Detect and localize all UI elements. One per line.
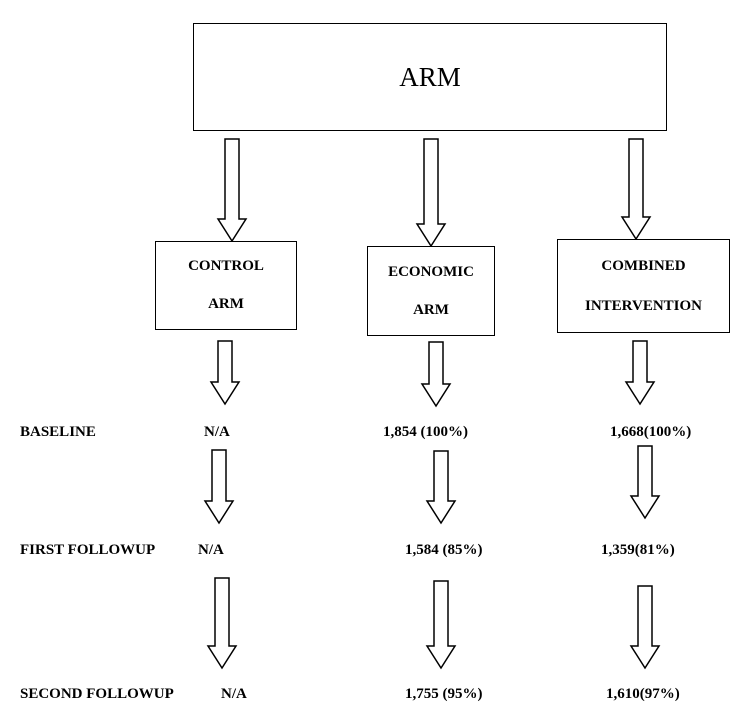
arrow-combined-to-first-followup	[629, 445, 661, 520]
arrow-control-to-baseline	[209, 340, 241, 406]
control-arm-line1: CONTROL	[188, 258, 264, 275]
baseline-control-value: N/A	[204, 424, 230, 440]
arrow-economic-to-first-followup	[425, 450, 457, 525]
economic-arm-line1: ECONOMIC	[388, 263, 474, 280]
combined-intervention-box: COMBINED INTERVENTION	[557, 239, 730, 333]
arrow-control-to-first-followup	[203, 449, 235, 525]
first-followup-control-value: N/A	[198, 542, 224, 558]
first-followup-combined-value: 1,359(81%)	[601, 542, 675, 558]
economic-arm-line2: ARM	[413, 301, 449, 318]
second-followup-control-value: N/A	[221, 686, 247, 702]
second-followup-economic-value: 1,755 (95%)	[405, 686, 483, 702]
first-followup-label: FIRST FOLLOWUP	[20, 542, 156, 558]
arrow-combined-to-baseline	[624, 340, 656, 406]
arrow-economic-to-second-followup	[425, 580, 457, 670]
second-followup-label: SECOND FOLLOWUP	[20, 686, 174, 702]
arrow-control-to-second-followup	[206, 577, 238, 670]
baseline-combined-value: 1,668(100%)	[610, 424, 692, 440]
combined-line1: COMBINED	[601, 257, 686, 274]
combined-line2: INTERVENTION	[585, 297, 702, 314]
arrow-arm-to-economic	[415, 138, 447, 248]
second-followup-combined-value: 1,610(97%)	[606, 686, 680, 702]
arrow-economic-to-baseline	[420, 341, 452, 408]
baseline-label: BASELINE	[20, 424, 96, 440]
arm-box-label: ARM	[399, 61, 461, 92]
arrow-arm-to-combined	[620, 138, 652, 241]
economic-arm-box: ECONOMIC ARM	[367, 246, 495, 336]
control-arm-line2: ARM	[208, 295, 244, 312]
first-followup-economic-value: 1,584 (85%)	[405, 542, 483, 558]
arm-box: ARM	[193, 23, 667, 131]
arrow-arm-to-control	[216, 138, 248, 243]
baseline-economic-value: 1,854 (100%)	[383, 424, 468, 440]
control-arm-box: CONTROL ARM	[155, 241, 297, 330]
arrow-combined-to-second-followup	[629, 585, 661, 670]
